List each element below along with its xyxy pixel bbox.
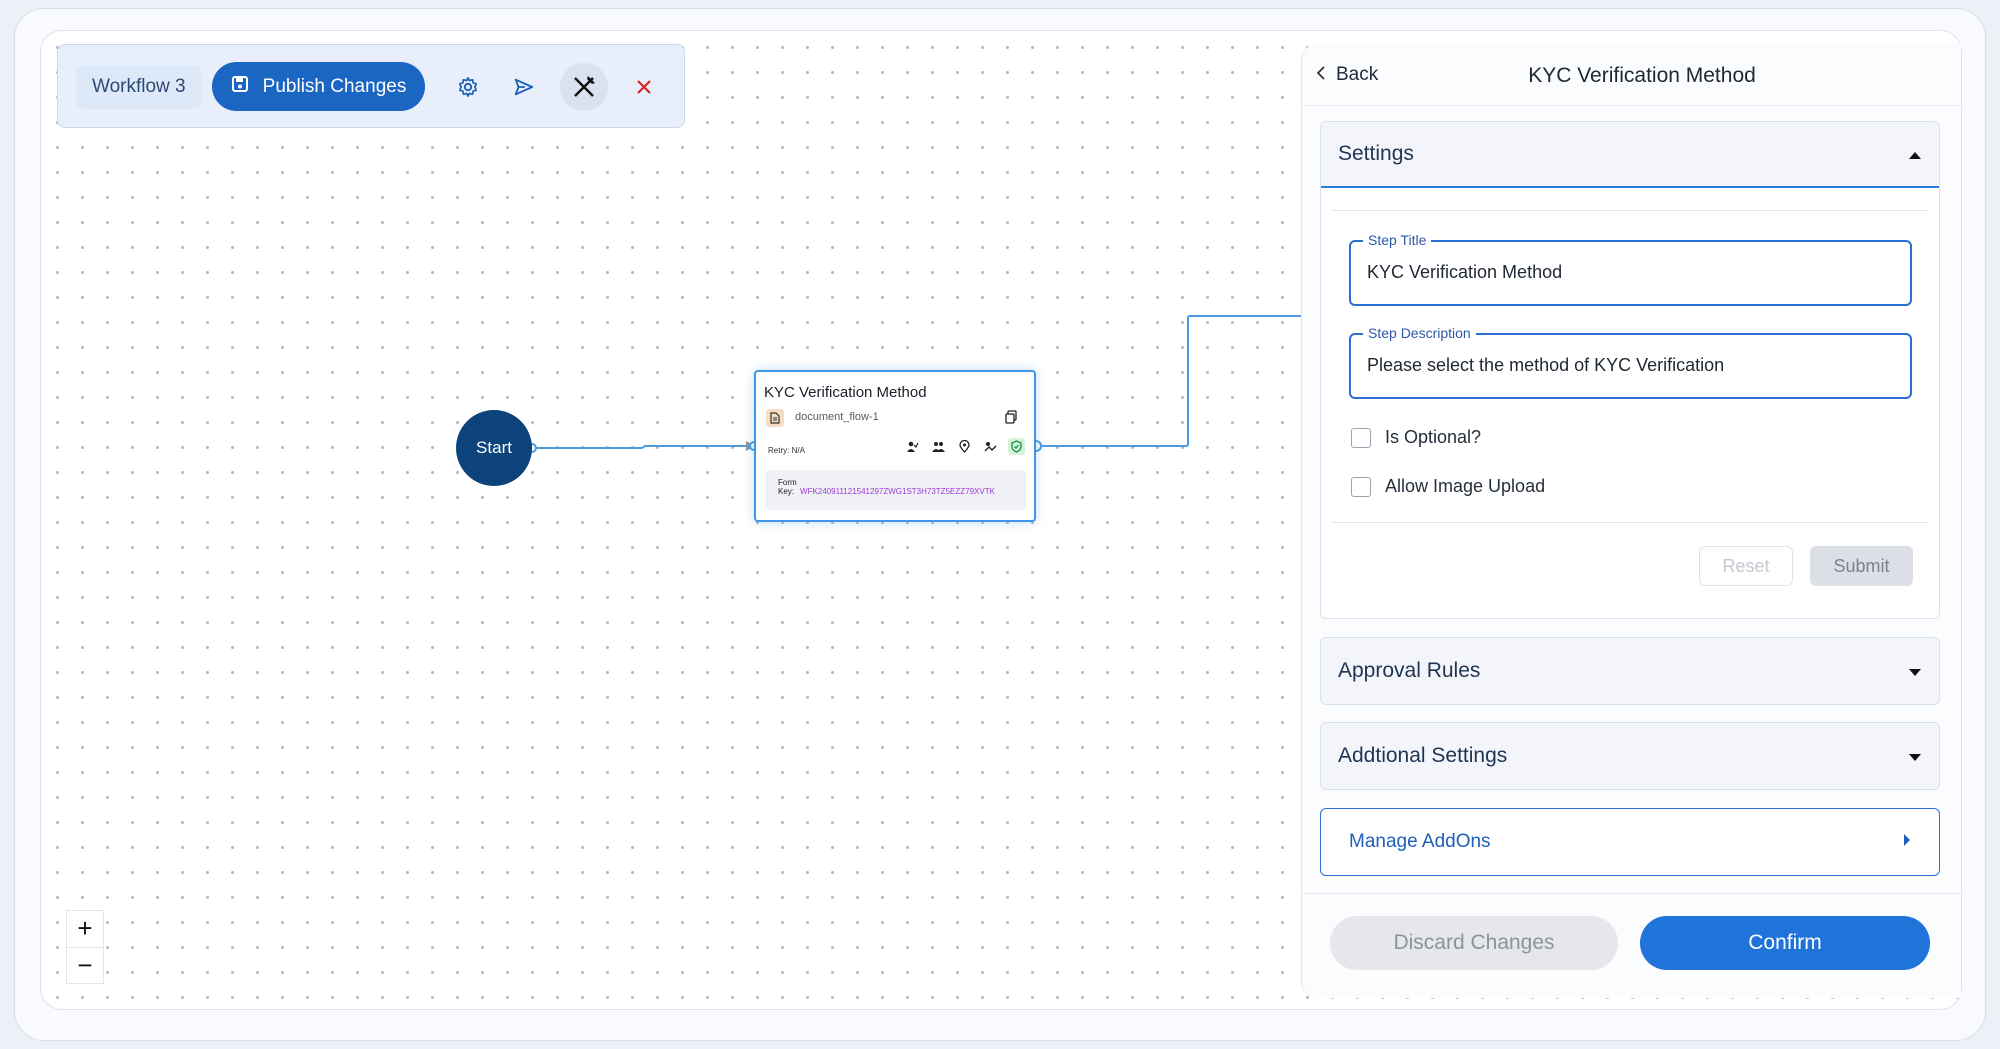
publish-changes-label: Publish Changes <box>262 75 407 97</box>
user-check-icon <box>904 438 921 455</box>
settings-divider-bottom <box>1331 522 1929 523</box>
caret-right-icon <box>1903 831 1911 853</box>
document-icon <box>766 409 784 427</box>
canvas-toolbar: Workflow 3 Publish Changes <box>57 44 685 128</box>
approval-rules-header[interactable]: Approval Rules <box>1321 638 1939 704</box>
chevron-left-icon <box>1316 64 1326 86</box>
kyc-verification-node[interactable]: KYC Verification Method document_flow-1 … <box>754 370 1036 522</box>
footer-divider <box>1302 893 1962 894</box>
gear-icon[interactable] <box>448 67 488 107</box>
zoom-out-button[interactable]: − <box>77 949 93 980</box>
step-title-value: KYC Verification Method <box>1367 262 1563 282</box>
step-description-value: Please select the method of KYC Verifica… <box>1367 355 1725 375</box>
caret-up-icon <box>1908 142 1922 166</box>
settings-divider-top <box>1331 210 1929 211</box>
tools-icon[interactable] <box>560 63 608 111</box>
edge-start-to-kyc <box>532 445 748 449</box>
location-icon <box>956 438 973 455</box>
allow-image-upload-checkbox[interactable] <box>1351 476 1371 497</box>
settings-accordion-header[interactable]: Settings <box>1321 122 1939 188</box>
allow-image-upload-label: Allow Image Upload <box>1385 476 1546 496</box>
settings-header-label: Settings <box>1338 142 1414 165</box>
publish-changes-button[interactable]: Publish Changes <box>212 62 425 111</box>
step-settings-panel: Back KYC Verification Method Settings St… <box>1301 44 1962 998</box>
additional-settings-label: Addtional Settings <box>1338 744 1508 767</box>
step-description-label: Step Description <box>1363 325 1476 341</box>
form-key-box: Form Key:WFK240911121541297ZWG1ST3H73TZ5… <box>766 470 1026 510</box>
handshake-icon <box>982 438 999 455</box>
retry-label: Retry: <box>768 446 790 455</box>
settings-accordion: Settings Step Title KYC Verification Met… <box>1320 121 1940 619</box>
zoom-in-button[interactable]: + <box>67 911 103 948</box>
caret-down-icon <box>1908 659 1922 683</box>
workflow-name-chip[interactable]: Workflow 3 <box>76 65 202 109</box>
users-icon <box>930 438 947 455</box>
node-retry: Retry: N/A <box>768 446 805 455</box>
approval-rules-label: Approval Rules <box>1338 659 1481 682</box>
submit-button[interactable]: Submit <box>1810 546 1913 586</box>
save-icon <box>231 75 249 99</box>
caret-down-icon <box>1908 744 1922 768</box>
form-key-label: Form Key: <box>778 478 797 496</box>
additional-settings-accordion[interactable]: Addtional Settings <box>1320 722 1940 790</box>
is-optional-checkbox[interactable] <box>1351 427 1371 448</box>
send-icon[interactable] <box>504 67 544 107</box>
additional-settings-header[interactable]: Addtional Settings <box>1321 723 1939 789</box>
back-button[interactable]: Back <box>1316 64 1378 86</box>
zoom-controls: + − <box>66 910 104 984</box>
confirm-button[interactable]: Confirm <box>1640 916 1930 970</box>
discard-changes-button[interactable]: Discard Changes <box>1330 916 1618 970</box>
step-title-field[interactable]: Step Title KYC Verification Method <box>1349 232 1912 306</box>
step-description-field[interactable]: Step Description Please select the metho… <box>1349 325 1912 399</box>
form-key-value: WFK240911121541297ZWG1ST3H73TZ5EZZ79XVTK <box>800 487 995 496</box>
copy-icon[interactable] <box>1004 410 1018 429</box>
allow-image-upload-row: Allow Image Upload <box>1351 476 1545 497</box>
node-flow-name: document_flow-1 <box>795 411 879 423</box>
panel-title: KYC Verification Method <box>1528 64 1756 87</box>
approval-rules-accordion[interactable]: Approval Rules <box>1320 637 1940 705</box>
reset-button[interactable]: Reset <box>1699 546 1793 586</box>
shield-check-icon <box>1008 438 1025 455</box>
close-icon[interactable] <box>624 67 664 107</box>
step-title-label: Step Title <box>1363 232 1432 248</box>
start-node[interactable]: Start <box>456 410 532 486</box>
manage-addons-button[interactable]: Manage AddOns <box>1320 808 1940 876</box>
manage-addons-label: Manage AddOns <box>1349 831 1491 852</box>
panel-header: Back KYC Verification Method <box>1302 44 1962 106</box>
edge-kyc-to-next <box>1036 315 1302 447</box>
node-feature-icons <box>904 438 1025 455</box>
retry-value: N/A <box>791 446 805 455</box>
is-optional-row: Is Optional? <box>1351 427 1481 448</box>
is-optional-label: Is Optional? <box>1385 427 1482 447</box>
node-title: KYC Verification Method <box>764 384 927 401</box>
back-label: Back <box>1336 64 1379 85</box>
